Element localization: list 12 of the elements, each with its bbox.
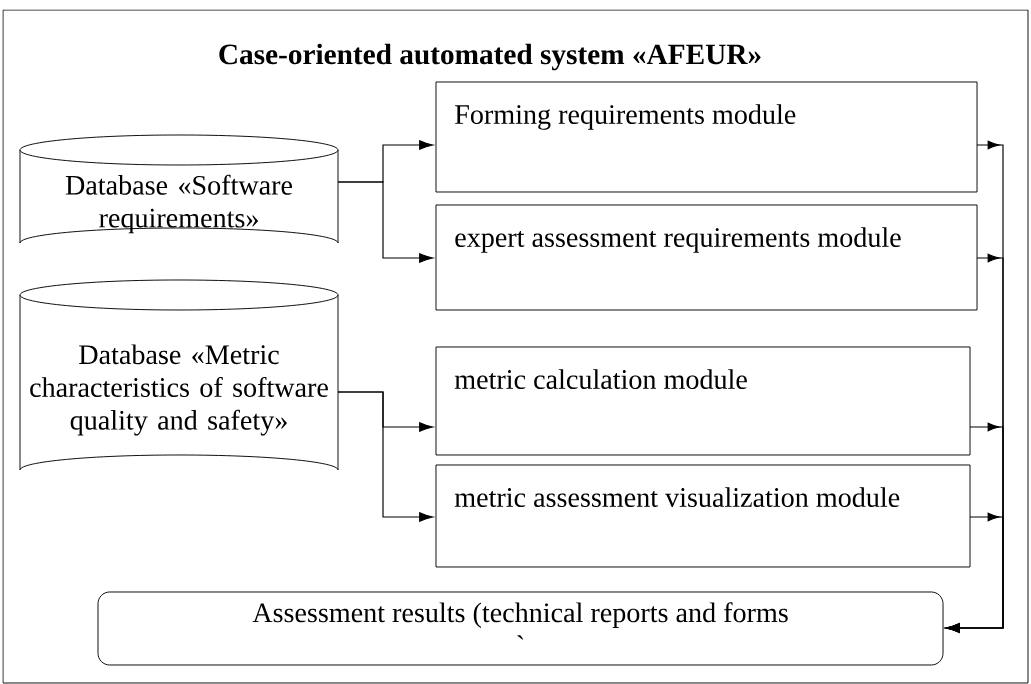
module-box: expert assessment requirements module [435, 204, 978, 311]
node-label: Database «Software requirements» [65, 174, 293, 234]
arrow [945, 512, 1004, 633]
database-cylinder: Database «Software requirements» [19, 134, 339, 244]
module-box: Forming requirements module [435, 81, 978, 193]
arrow [337, 181, 434, 263]
module-box: metric assessment visualization module [435, 464, 971, 568]
database-cylinder: Database «Metric characteristics of software quality and safety» [19, 279, 339, 471]
node-label: Database «Metric characteristics of software quality and safety» [30, 344, 328, 436]
results-box: Assessment results (technical reports and forms ` [97, 591, 944, 666]
module-box: metric calculation module [435, 346, 971, 456]
arrow [337, 391, 434, 522]
